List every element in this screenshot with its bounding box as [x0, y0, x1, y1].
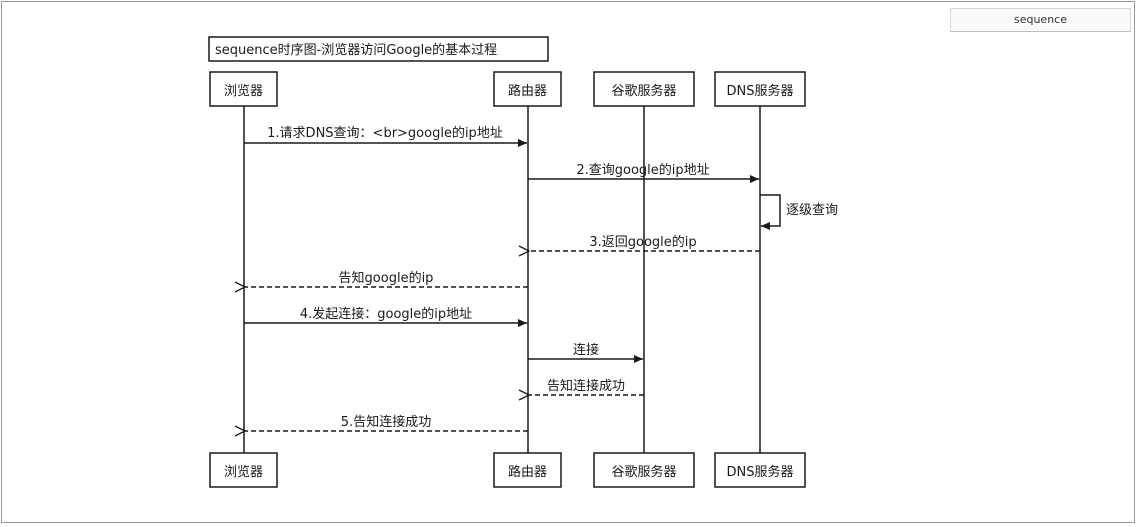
participant-box-dns-top — [714, 71, 806, 107]
participant-dns-top-label: DNS服务器 — [727, 83, 794, 99]
participant-box-router-top — [493, 71, 562, 107]
participant-box-google-bottom — [593, 452, 695, 488]
message-2-label: 2.查询google的ip地址 — [576, 162, 709, 178]
participant-browser-bottom-label: 浏览器 — [224, 464, 263, 480]
diagram-title: sequence时序图-浏览器访问Google的基本过程 — [215, 42, 497, 58]
message-5-label: 5.告知连接成功 — [341, 414, 431, 430]
participant-google-top-label: 谷歌服务器 — [611, 83, 676, 99]
participant-box-router-bottom — [493, 452, 562, 488]
participant-box-browser-top — [209, 71, 278, 107]
participant-google-bottom-label: 谷歌服务器 — [611, 464, 676, 480]
message-1-label: 1.请求DNS查询：<br>google的ip地址 — [267, 125, 503, 141]
message-connect-success-label: 告知连接成功 — [547, 378, 625, 394]
message-3-label: 3.返回google的ip — [589, 234, 696, 250]
title-box — [208, 36, 549, 62]
participant-dns-bottom-label: DNS服务器 — [727, 464, 794, 480]
tab-sequence[interactable]: sequence — [950, 8, 1131, 32]
message-4-label: 4.发起连接：google的ip地址 — [300, 306, 472, 322]
message-connect-label: 连接 — [573, 342, 599, 358]
participant-browser-top-label: 浏览器 — [224, 83, 263, 99]
participant-box-dns-bottom — [714, 452, 806, 488]
participant-box-google-top — [593, 71, 695, 107]
participant-box-browser-bottom — [209, 452, 278, 488]
message-self-arrow — [760, 194, 781, 230]
participant-router-top-label: 路由器 — [508, 83, 547, 99]
message-reply-ip-label: 告知google的ip — [339, 270, 434, 286]
participant-router-bottom-label: 路由器 — [508, 464, 547, 480]
message-self-label: 逐级查询 — [786, 203, 838, 218]
